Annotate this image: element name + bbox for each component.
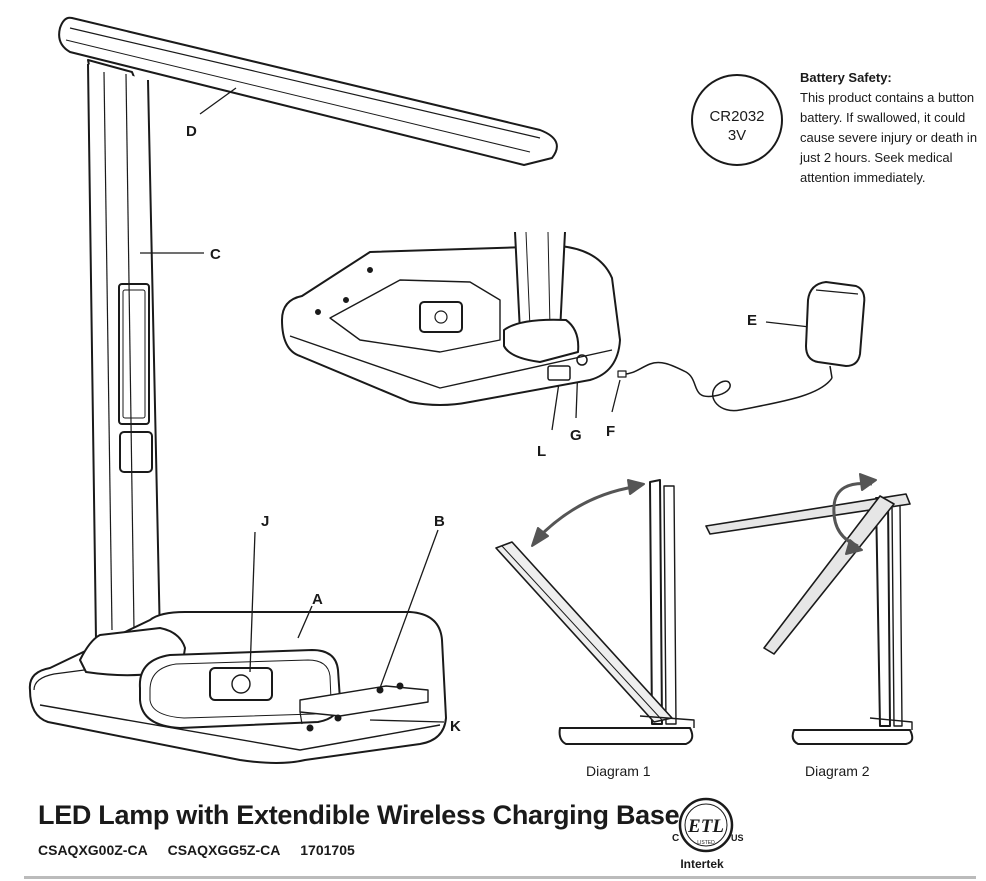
battery-safety-body: This product contains a button battery. … [800,90,978,185]
etl-c-text: C [672,833,679,844]
callout-g: G [570,427,582,444]
callout-a: A [312,591,323,608]
etl-brand-text: Intertek [680,857,724,871]
main-lamp [28,16,558,764]
callout-k: K [450,718,461,735]
diagram-2 [705,473,914,745]
battery-badge: CR2032 3V [691,74,783,166]
callout-d: D [186,123,197,140]
battery-type: CR2032 [709,108,764,125]
diagram-2-caption: Diagram 2 [805,763,870,779]
model-number: CSAQXGG5Z-CA [167,842,281,858]
etl-listed-mark: ETL LISTED C US Intertek [672,797,744,871]
model-number: 1701705 [300,842,355,858]
battery-safety-note: Battery Safety: This product contains a … [800,68,980,188]
callout-f: F [606,423,615,440]
diagram-1 [495,479,695,745]
battery-safety-heading: Battery Safety: [800,70,892,85]
model-number: CSAQXG00Z-CA [38,842,148,858]
callout-j: J [261,513,269,530]
callout-l: L [537,443,546,460]
rear-base-view [281,231,621,406]
callout-b: B [434,513,445,530]
callout-c: C [210,246,221,263]
diagram-1-caption: Diagram 1 [586,763,651,779]
callout-e: E [747,312,757,329]
model-numbers: CSAQXG00Z-CA CSAQXGG5Z-CA 1701705 [38,842,371,858]
bottom-divider [24,876,976,879]
power-adapter [617,281,866,412]
etl-mark-text: ETL [687,816,724,837]
etl-us-text: US [731,833,744,843]
battery-voltage: 3V [728,127,746,144]
etl-listed-text: LISTED [697,840,715,846]
product-title: LED Lamp with Extendible Wireless Chargi… [38,800,680,830]
